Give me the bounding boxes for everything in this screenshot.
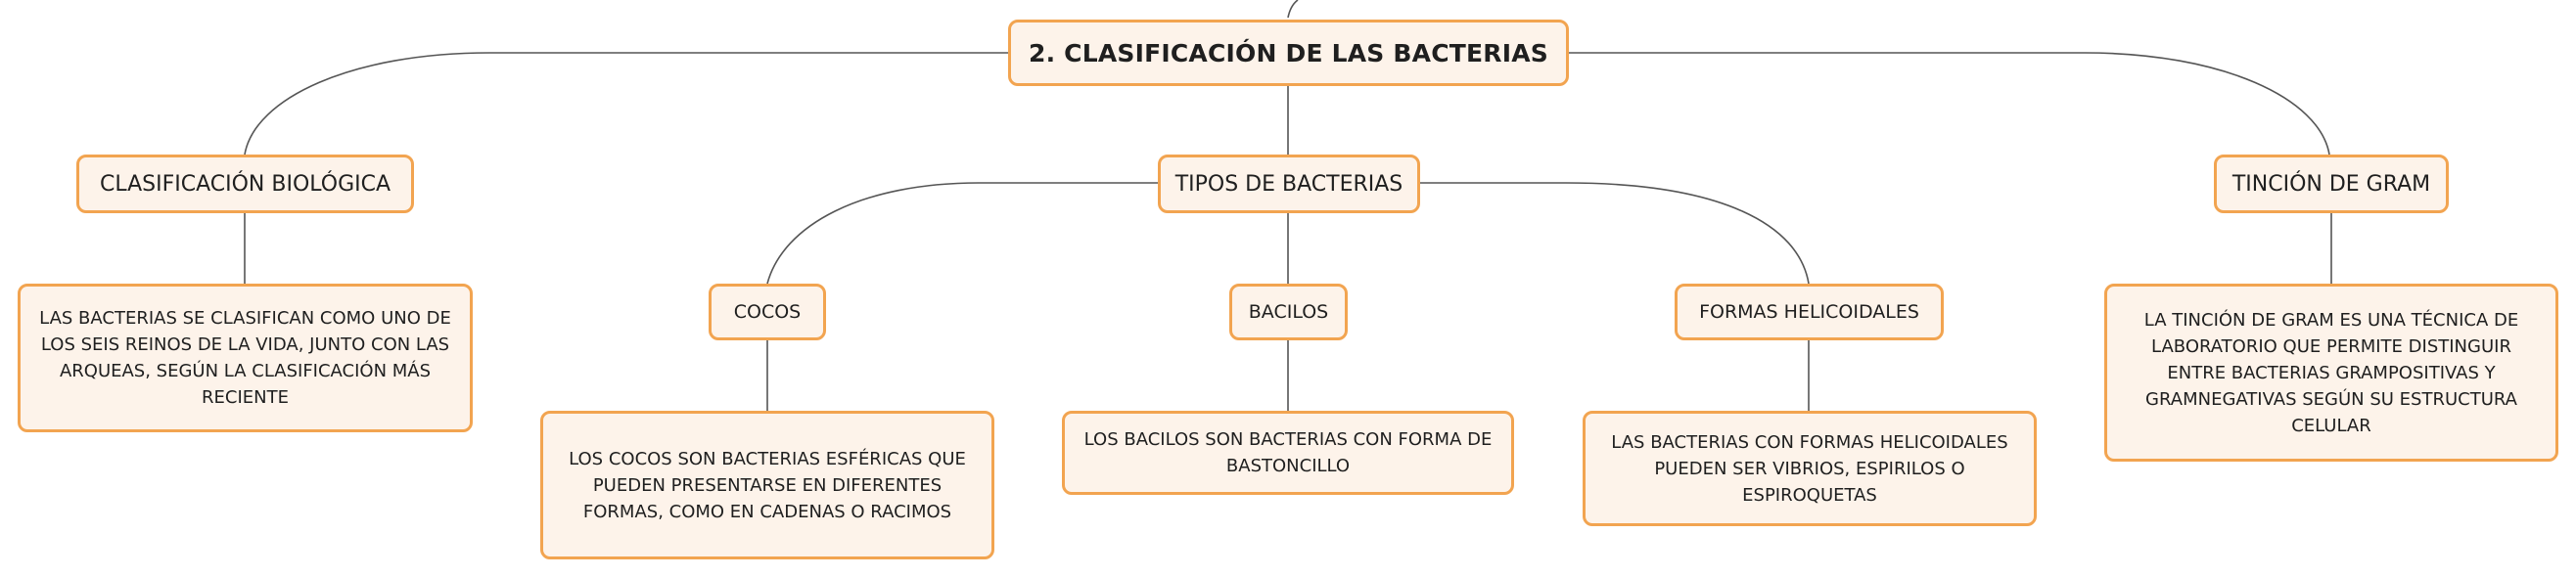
root-node[interactable]: 2. CLASIFICACIÓN DE LAS BACTERIAS [1008, 20, 1569, 86]
desc-clasificacion-biologica[interactable]: LAS BACTERIAS SE CLASIFICAN COMO UNO DE … [18, 284, 473, 432]
desc-formas-helicoidales[interactable]: LAS BACTERIAS CON FORMAS HELICOIDALES PU… [1583, 411, 2037, 526]
desc-bacilos[interactable]: LOS BACILOS SON BACTERIAS CON FORMA DE B… [1062, 411, 1514, 495]
desc-tincion-de-gram[interactable]: LA TINCIÓN DE GRAM ES UNA TÉCNICA DE LAB… [2104, 284, 2558, 462]
root-label: 2. CLASIFICACIÓN DE LAS BACTERIAS [1028, 38, 1549, 67]
desc-text: LOS COCOS SON BACTERIAS ESFÉRICAS QUE PU… [569, 448, 966, 522]
node-label: COCOS [733, 301, 802, 323]
node-label: CLASIFICACIÓN BIOLÓGICA [99, 171, 391, 197]
node-tipos-de-bacterias[interactable]: TIPOS DE BACTERIAS [1158, 155, 1420, 213]
node-formas-helicoidales[interactable]: FORMAS HELICOIDALES [1675, 284, 1944, 340]
node-clasificacion-biologica[interactable]: CLASIFICACIÓN BIOLÓGICA [76, 155, 414, 213]
desc-text: LAS BACTERIAS SE CLASIFICAN COMO UNO DE … [39, 308, 451, 408]
node-cocos[interactable]: COCOS [709, 284, 826, 340]
desc-text: LA TINCIÓN DE GRAM ES UNA TÉCNICA DE LAB… [2143, 309, 2519, 436]
connector-tipos-to-cocos [766, 182, 1158, 285]
connector-parent-stub [1287, 0, 1299, 19]
desc-text: LAS BACTERIAS CON FORMAS HELICOIDALES PU… [1611, 431, 2008, 506]
connector-root-to-gram [1569, 52, 2330, 156]
node-tincion-de-gram[interactable]: TINCIÓN DE GRAM [2214, 155, 2449, 213]
node-label: TIPOS DE BACTERIAS [1174, 171, 1403, 197]
desc-cocos[interactable]: LOS COCOS SON BACTERIAS ESFÉRICAS QUE PU… [540, 411, 994, 559]
connector-root-to-biologica [244, 52, 1008, 156]
node-label: BACILOS [1248, 301, 1329, 323]
node-bacilos[interactable]: BACILOS [1229, 284, 1348, 340]
node-label: TINCIÓN DE GRAM [2231, 171, 2431, 197]
desc-text: LOS BACILOS SON BACTERIAS CON FORMA DE B… [1083, 429, 1493, 476]
connector-tipos-to-helicoidales [1420, 182, 1810, 285]
node-label: FORMAS HELICOIDALES [1699, 301, 1919, 323]
